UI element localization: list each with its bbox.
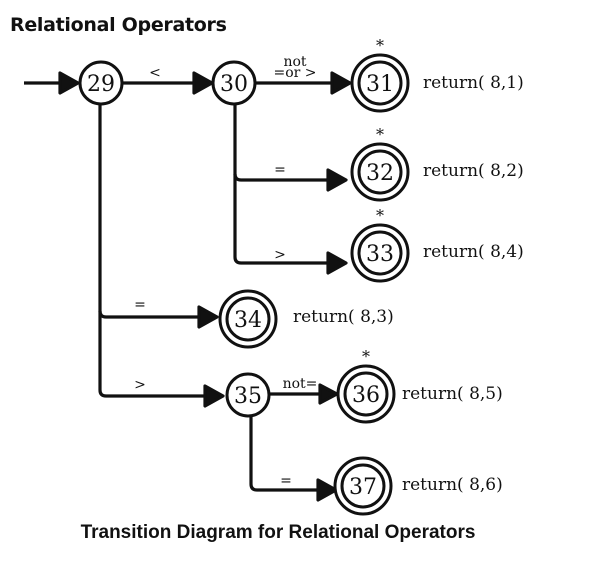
edge-35-36-label: not= bbox=[283, 376, 318, 392]
state-32-label: 32 bbox=[366, 161, 394, 186]
edge-29-34-label: = bbox=[134, 297, 146, 313]
state-37-label: 37 bbox=[349, 475, 377, 500]
edge-30-31-label-line2: =or > bbox=[273, 65, 316, 81]
state-31-action: return( 8,1) bbox=[423, 73, 524, 93]
state-33 bbox=[350, 223, 410, 283]
edge-30-31-arrowhead bbox=[330, 71, 352, 95]
edge-30-32-arrowhead bbox=[326, 168, 348, 192]
state-36 bbox=[336, 364, 396, 424]
state-29 bbox=[78, 60, 124, 106]
edge-29-35-arrowhead bbox=[203, 384, 225, 408]
edge-29-35-label: > bbox=[134, 377, 146, 393]
state-35 bbox=[225, 372, 271, 418]
edge-30-33-arrowhead bbox=[326, 251, 348, 275]
state-32-action: return( 8,2) bbox=[423, 161, 524, 181]
edge-29-30-label: < bbox=[149, 65, 161, 81]
edge-30-33-label: > bbox=[274, 247, 286, 263]
edge-30-31-label-line1: not bbox=[283, 54, 306, 70]
state-29-label: 29 bbox=[87, 72, 115, 97]
state-34 bbox=[218, 289, 278, 349]
diagram-caption: Transition Diagram for Relational Operat… bbox=[80, 522, 476, 543]
state-36-label: 36 bbox=[352, 383, 380, 408]
state-36-action: return( 8,5) bbox=[402, 384, 503, 404]
edge-30-32-label: = bbox=[274, 162, 286, 178]
edge-35-37 bbox=[249, 414, 326, 492]
edge-30-33 bbox=[233, 174, 336, 265]
edge-29-34 bbox=[98, 104, 207, 319]
start-edge-arrowhead bbox=[58, 71, 80, 95]
edge-35-37-arrowhead bbox=[316, 478, 338, 502]
retract-marker-36: * bbox=[362, 347, 370, 366]
edge-29-30-arrowhead bbox=[192, 71, 214, 95]
state-34-action: return( 8,3) bbox=[293, 307, 394, 327]
state-33-action: return( 8,4) bbox=[423, 242, 524, 262]
edge-35-37-label: = bbox=[280, 473, 292, 489]
edge-29-35 bbox=[98, 311, 213, 398]
state-37-action: return( 8,6) bbox=[402, 475, 503, 495]
retract-marker-31: * bbox=[376, 36, 384, 55]
state-31-label: 31 bbox=[366, 72, 394, 97]
diagram-title: Relational Operators bbox=[10, 14, 227, 36]
state-30-label: 30 bbox=[220, 72, 248, 97]
state-34-label: 34 bbox=[234, 308, 262, 333]
state-32 bbox=[350, 142, 410, 202]
retract-marker-33: * bbox=[376, 206, 384, 225]
retract-marker-32: * bbox=[376, 125, 384, 144]
state-31 bbox=[350, 53, 410, 113]
state-35-label: 35 bbox=[234, 384, 262, 409]
state-30 bbox=[211, 60, 257, 106]
state-37 bbox=[333, 456, 393, 516]
state-33-label: 33 bbox=[366, 242, 394, 267]
edge-29-34-arrowhead bbox=[197, 305, 219, 329]
edge-35-36-arrowhead bbox=[318, 383, 339, 405]
